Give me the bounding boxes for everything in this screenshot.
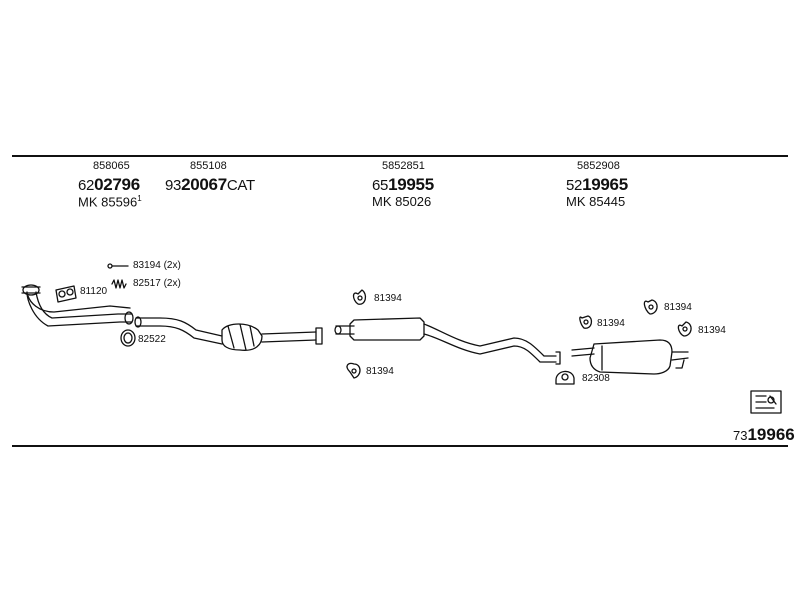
- label-82517: 82517 (2x): [133, 278, 181, 289]
- group-3-mk: MK 85026: [372, 194, 432, 209]
- label-81120: 81120: [80, 286, 108, 297]
- group-3-code: 6519955: [372, 175, 434, 194]
- group-1-code: 6202796: [78, 175, 140, 194]
- hanger-81394-icon: [643, 299, 658, 315]
- group-4-mk: MK 85445: [566, 194, 626, 209]
- hanger-81394-icon: [352, 289, 367, 305]
- catalog-icon: [750, 390, 782, 414]
- front-pipe-part: [21, 284, 134, 327]
- hanger-81394-icon: [346, 362, 361, 379]
- label-82522: 82522: [138, 334, 166, 345]
- footer-code: 7319966: [733, 425, 795, 444]
- label-83194: 83194 (2x): [133, 260, 181, 271]
- hanger-81394-icon: [677, 321, 692, 337]
- clamp-82308-icon: [555, 370, 575, 385]
- center-muffler-part: [334, 317, 561, 365]
- label-81394-a: 81394: [374, 293, 402, 304]
- gasket-81120-icon: [55, 285, 77, 303]
- bottom-rule: [12, 445, 788, 447]
- label-81394-c: 81394: [597, 318, 625, 329]
- group-2-ref: 855108: [190, 160, 227, 172]
- hanger-81394-icon: [579, 315, 593, 329]
- spring-82517-icon: [111, 279, 127, 289]
- rear-muffler-part: [571, 339, 689, 375]
- label-82308: 82308: [582, 373, 610, 384]
- group-1-ref: 858065: [93, 160, 130, 172]
- group-3-ref: 5852851: [382, 160, 425, 172]
- group-2-code: 9320067CAT: [165, 175, 255, 194]
- group-4-code: 5219965: [566, 175, 628, 194]
- top-rule: [12, 155, 788, 157]
- group-4-ref: 5852908: [577, 160, 620, 172]
- catalytic-converter-part: [134, 316, 323, 351]
- label-81394-b: 81394: [366, 366, 394, 377]
- label-81394-d: 81394: [664, 302, 692, 313]
- group-1-mk: MK 855961: [78, 194, 142, 210]
- label-81394-e: 81394: [698, 325, 726, 336]
- ring-82522-icon: [120, 329, 136, 347]
- bolt-83194-icon: [107, 263, 129, 269]
